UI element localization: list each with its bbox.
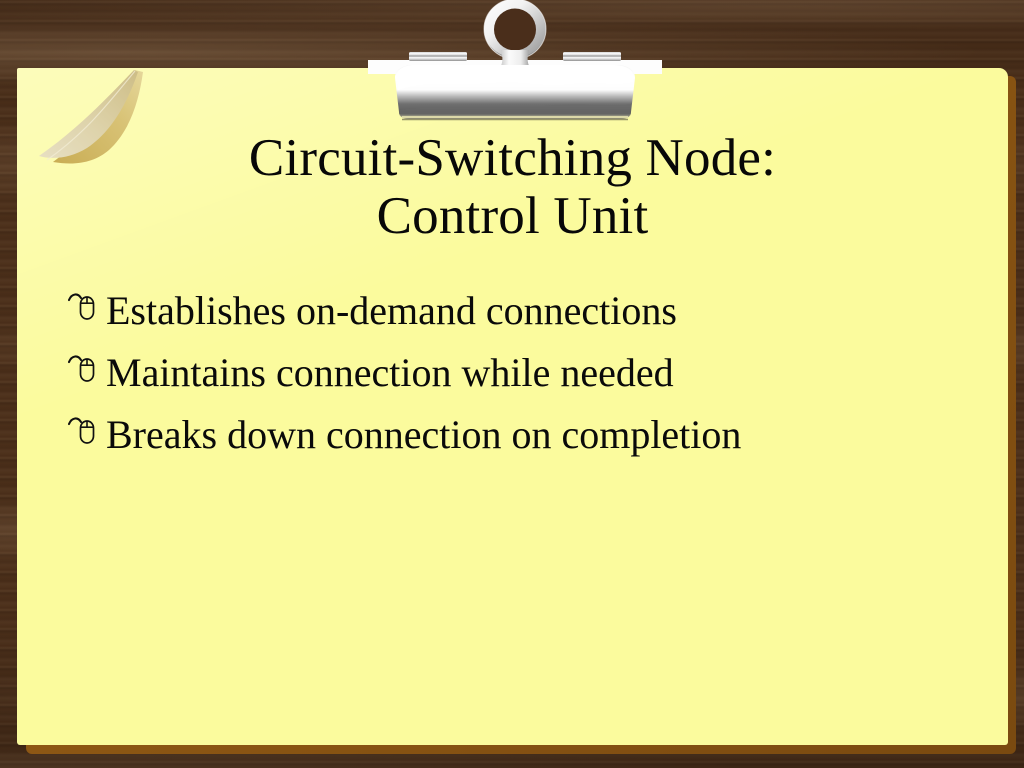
bullet-list: Establishes on-demand connections Mainta…: [67, 280, 997, 466]
binder-clip-icon: [365, 0, 665, 125]
list-item: Breaks down connection on completion: [67, 404, 997, 466]
page-title: Circuit-Switching Node: Control Unit: [248, 129, 777, 245]
mouse-icon: [67, 286, 105, 326]
slide-content: Circuit-Switching Node: Control Unit Est…: [17, 68, 1008, 745]
mouse-icon: [67, 410, 105, 450]
yellow-note-page: [17, 68, 1008, 745]
mouse-icon: [67, 348, 105, 388]
list-item: Maintains connection while needed: [67, 342, 997, 404]
list-item-label: Establishes on-demand connections: [106, 288, 677, 333]
list-item-label: Maintains connection while needed: [106, 350, 674, 395]
list-item-label: Breaks down connection on completion: [106, 412, 742, 457]
list-item: Establishes on-demand connections: [67, 280, 997, 342]
